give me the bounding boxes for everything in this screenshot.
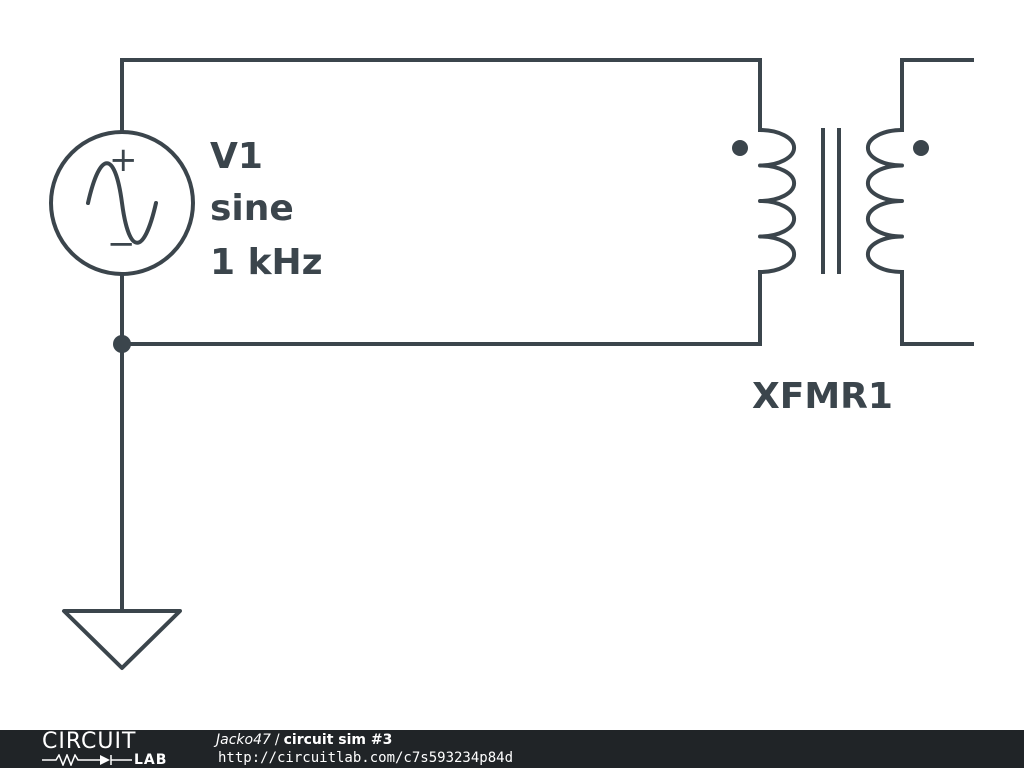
circuit-title-line: Jacko47/circuit sim #3	[216, 732, 392, 748]
primary-coil	[758, 128, 797, 274]
plus-sign: +	[109, 140, 138, 180]
transformer-name-label: XFMR1	[752, 376, 893, 417]
source-frequency-label: 1 kHz	[210, 242, 323, 283]
secondary-bottom-wire	[900, 270, 974, 346]
logo-text-top: CIRCUIT	[42, 729, 137, 754]
voltage-source-v1[interactable]: + −	[49, 130, 195, 276]
circuit-name-link[interactable]: circuit sim #3	[283, 732, 393, 748]
logo-text-bottom: LAB	[134, 752, 168, 768]
author-link[interactable]: Jacko47	[216, 732, 271, 748]
logo-circuit-glyph-icon	[42, 754, 132, 766]
wires	[120, 58, 974, 612]
footer-bar: CIRCUIT LAB Jacko47/circuit sim #3 http:…	[0, 730, 1024, 768]
title-separator: /	[274, 732, 280, 748]
secondary-polarity-dot	[913, 140, 929, 156]
bottom-wire	[120, 270, 762, 346]
ground-icon[interactable]	[62, 609, 182, 670]
secondary-coil	[865, 128, 904, 274]
source-type-label: sine	[210, 188, 294, 229]
top-wire	[120, 58, 762, 132]
secondary-top-wire	[900, 58, 974, 132]
source-name-label: V1	[210, 136, 263, 177]
transformer-xfmr1[interactable]	[732, 128, 929, 274]
minus-sign: −	[107, 224, 136, 264]
junction-node[interactable]	[113, 335, 131, 353]
logo-bottom-row: LAB	[42, 752, 182, 768]
primary-polarity-dot	[732, 140, 748, 156]
sine-wave-icon	[86, 161, 158, 245]
schematic-canvas[interactable]: + − V1 sine 1 kHz XFMR1	[0, 0, 1024, 730]
source-circle	[49, 130, 195, 276]
circuit-url-link[interactable]: http://circuitlab.com/c7s593234p84d	[218, 750, 514, 766]
circuitlab-logo[interactable]: CIRCUIT LAB	[42, 730, 182, 768]
